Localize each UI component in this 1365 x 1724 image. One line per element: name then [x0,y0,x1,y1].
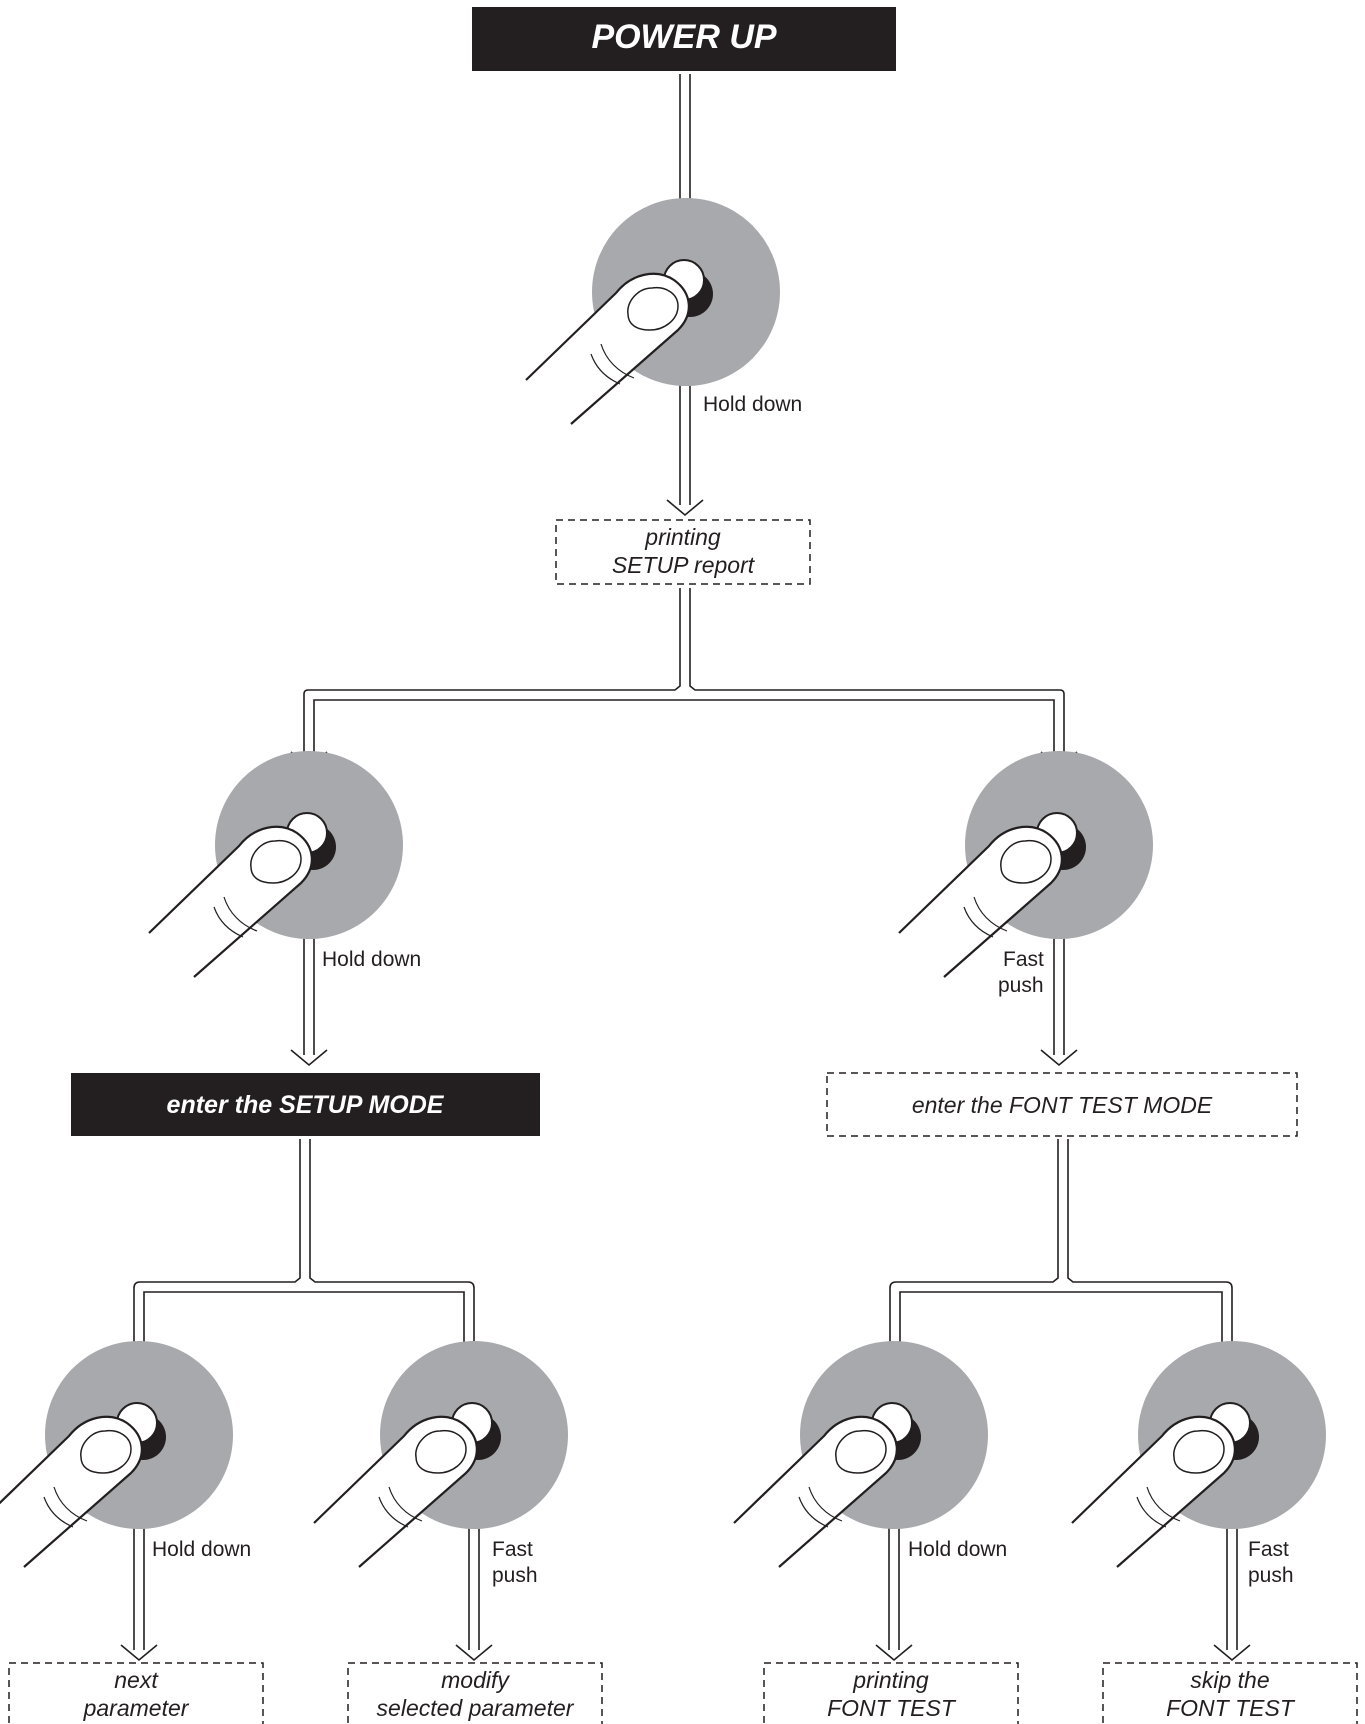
next-parameter-line2: parameter [83,1695,190,1721]
printing-font-test-line2: FONT TEST [827,1695,957,1721]
finger-press-button-icon [524,196,782,426]
push-label: push [1248,1564,1294,1587]
next-parameter-box: next parameter [8,1662,264,1724]
fast-label: Fast [1248,1538,1289,1561]
modify-parameter-line2: selected parameter [377,1695,575,1721]
push-label: push [998,974,1044,997]
setup-report-line1: printing [644,524,721,550]
setup-report-line2: SETUP report [612,552,756,578]
font-test-mode-box: enter the FONT TEST MODE [826,1072,1298,1137]
font-test-mode-label: enter the FONT TEST MODE [912,1092,1213,1118]
finger-press-button-icon [147,749,405,979]
finger-press-button-icon [312,1339,570,1569]
power-up-box: POWER UP [472,7,896,71]
finger-press-button-icon [0,1339,235,1569]
skip-font-test-line2: FONT TEST [1166,1695,1296,1721]
setup-mode-box: enter the SETUP MODE [71,1073,540,1136]
hold-down-label: Hold down [152,1538,251,1561]
fast-label: Fast [1003,948,1044,971]
modify-parameter-line1: modify [441,1667,510,1693]
skip-font-test-line1: skip the [1190,1667,1269,1693]
hold-down-label: Hold down [322,948,421,971]
finger-press-button-icon [897,749,1155,979]
setup-report-box: printing SETUP report [555,519,811,585]
next-parameter-line1: next [114,1667,159,1693]
modify-parameter-box: modify selected parameter [347,1662,603,1724]
finger-press-button-icon [732,1339,990,1569]
power-up-label: POWER UP [591,18,776,56]
printing-font-test-line1: printing [852,1667,929,1693]
setup-mode-label: enter the SETUP MODE [167,1091,445,1119]
hold-down-label: Hold down [703,393,802,416]
hold-down-label: Hold down [908,1538,1007,1561]
push-label: push [492,1564,538,1587]
finger-press-button-icon [1070,1339,1328,1569]
fast-label: Fast [492,1538,533,1561]
printing-font-test-box: printing FONT TEST [763,1662,1019,1724]
skip-font-test-box: skip the FONT TEST [1102,1662,1358,1724]
